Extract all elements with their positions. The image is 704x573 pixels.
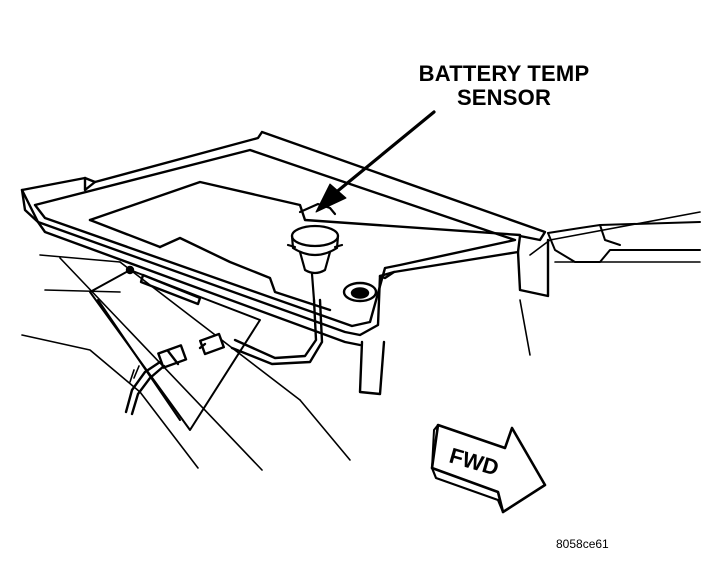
rear-panel <box>547 221 701 263</box>
figure-id: 8058ce61 <box>556 537 609 551</box>
battery-temp-sensor <box>286 202 344 302</box>
wiring-harness <box>124 298 324 416</box>
sensor-callout-label: BATTERY TEMP SENSOR <box>398 62 610 110</box>
callout-line-1: BATTERY TEMP <box>418 61 590 86</box>
callout-leader-arrow <box>315 110 436 213</box>
battery-tray <box>20 130 550 396</box>
body-panel-lines <box>21 211 701 471</box>
lower-bracket <box>89 269 261 431</box>
fwd-direction-arrow: FWD <box>430 423 547 514</box>
callout-line-2: SENSOR <box>456 84 552 110</box>
